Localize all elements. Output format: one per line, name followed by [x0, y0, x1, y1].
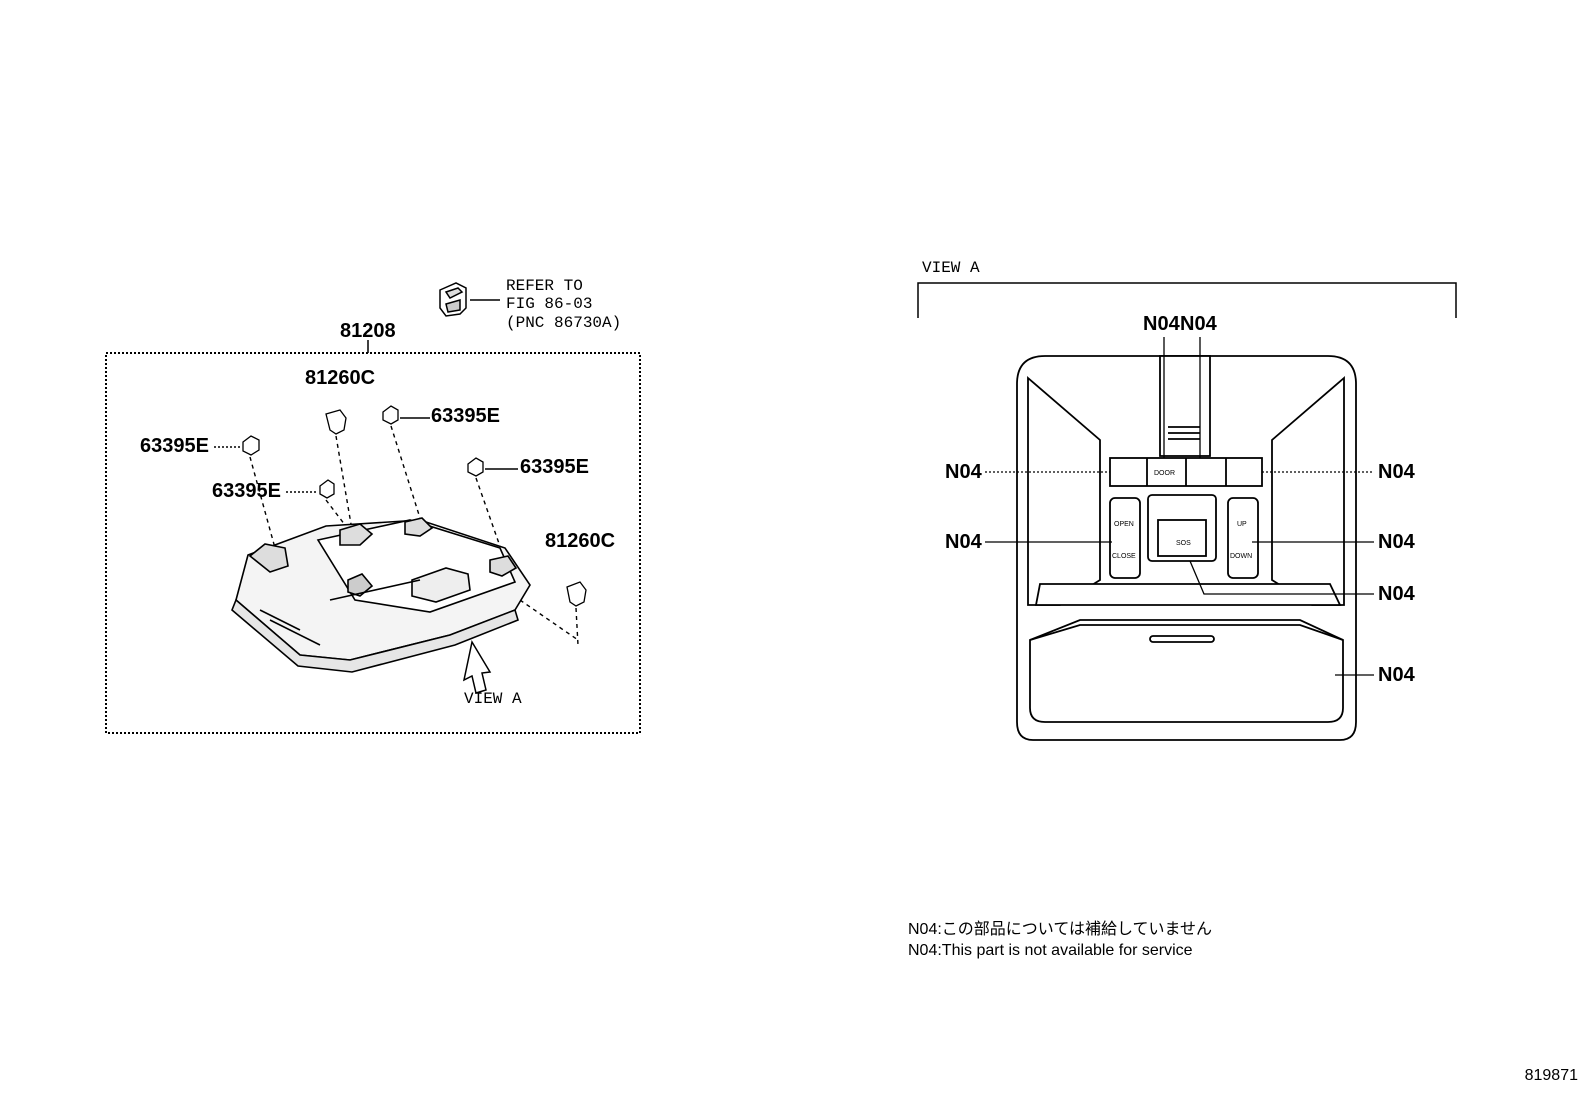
door-button-text: DOOR — [1154, 470, 1175, 477]
refer-line-1: REFER TO — [506, 277, 583, 295]
callout-n04-right-2: N04 — [1378, 531, 1416, 553]
refer-line-2: FIG 86-03 — [506, 295, 592, 313]
open-button-text: OPEN — [1114, 521, 1134, 528]
view-a-title: VIEW A — [922, 259, 980, 277]
callout-n04-top-1: N04 — [1143, 313, 1181, 335]
label-leaders — [214, 417, 518, 493]
callout-n04-top-2: N04 — [1180, 313, 1218, 335]
right-view-a: VIEW A — [917, 259, 1457, 741]
screw-icon — [242, 405, 484, 499]
view-a-arrow-label: VIEW A — [464, 690, 522, 708]
assembly-box — [105, 352, 641, 734]
part-81260c-right-label: 81260C — [545, 530, 615, 552]
overhead-console-drawing — [231, 517, 531, 673]
up-button-text: UP — [1237, 521, 1247, 528]
view-a-arrow-icon — [462, 639, 492, 694]
part-63395e-left-label: 63395E — [140, 435, 209, 457]
callout-leaders — [985, 337, 1374, 676]
callout-n04-right-3: N04 — [1378, 583, 1416, 605]
part-63395e-mid-label: 63395E — [212, 480, 281, 502]
callout-n04-left-2: N04 — [945, 531, 983, 553]
part-63395e-right-label: 63395E — [520, 456, 589, 478]
note-english: N04:This part is not available for servi… — [908, 942, 1193, 959]
down-button-text: DOWN — [1230, 553, 1252, 560]
part-81260c-top-label: 81260C — [305, 367, 375, 389]
callout-n04-left-1: N04 — [945, 461, 983, 483]
part-63395e-top-right-label: 63395E — [431, 405, 500, 427]
diagram-number: 819871 — [1524, 1067, 1578, 1084]
part-81208-label: 81208 — [340, 320, 396, 342]
callout-n04-right-1: N04 — [1378, 461, 1416, 483]
connector-icon — [439, 282, 467, 317]
view-bracket — [917, 282, 1457, 318]
callout-n04-right-4: N04 — [1378, 664, 1416, 686]
close-button-text: CLOSE — [1112, 553, 1136, 560]
console-front-drawing — [1016, 355, 1357, 741]
left-assembly-view: 81208 REFER TO FIG 86-03 (PNC 86730A) 81… — [105, 277, 641, 734]
clip-icon — [325, 409, 587, 607]
sos-button-text: SOS — [1176, 540, 1191, 547]
mounting-lines — [249, 425, 579, 646]
note-japanese: N04:この部品については補給していません — [908, 921, 1213, 938]
refer-line-3: (PNC 86730A) — [506, 314, 621, 332]
